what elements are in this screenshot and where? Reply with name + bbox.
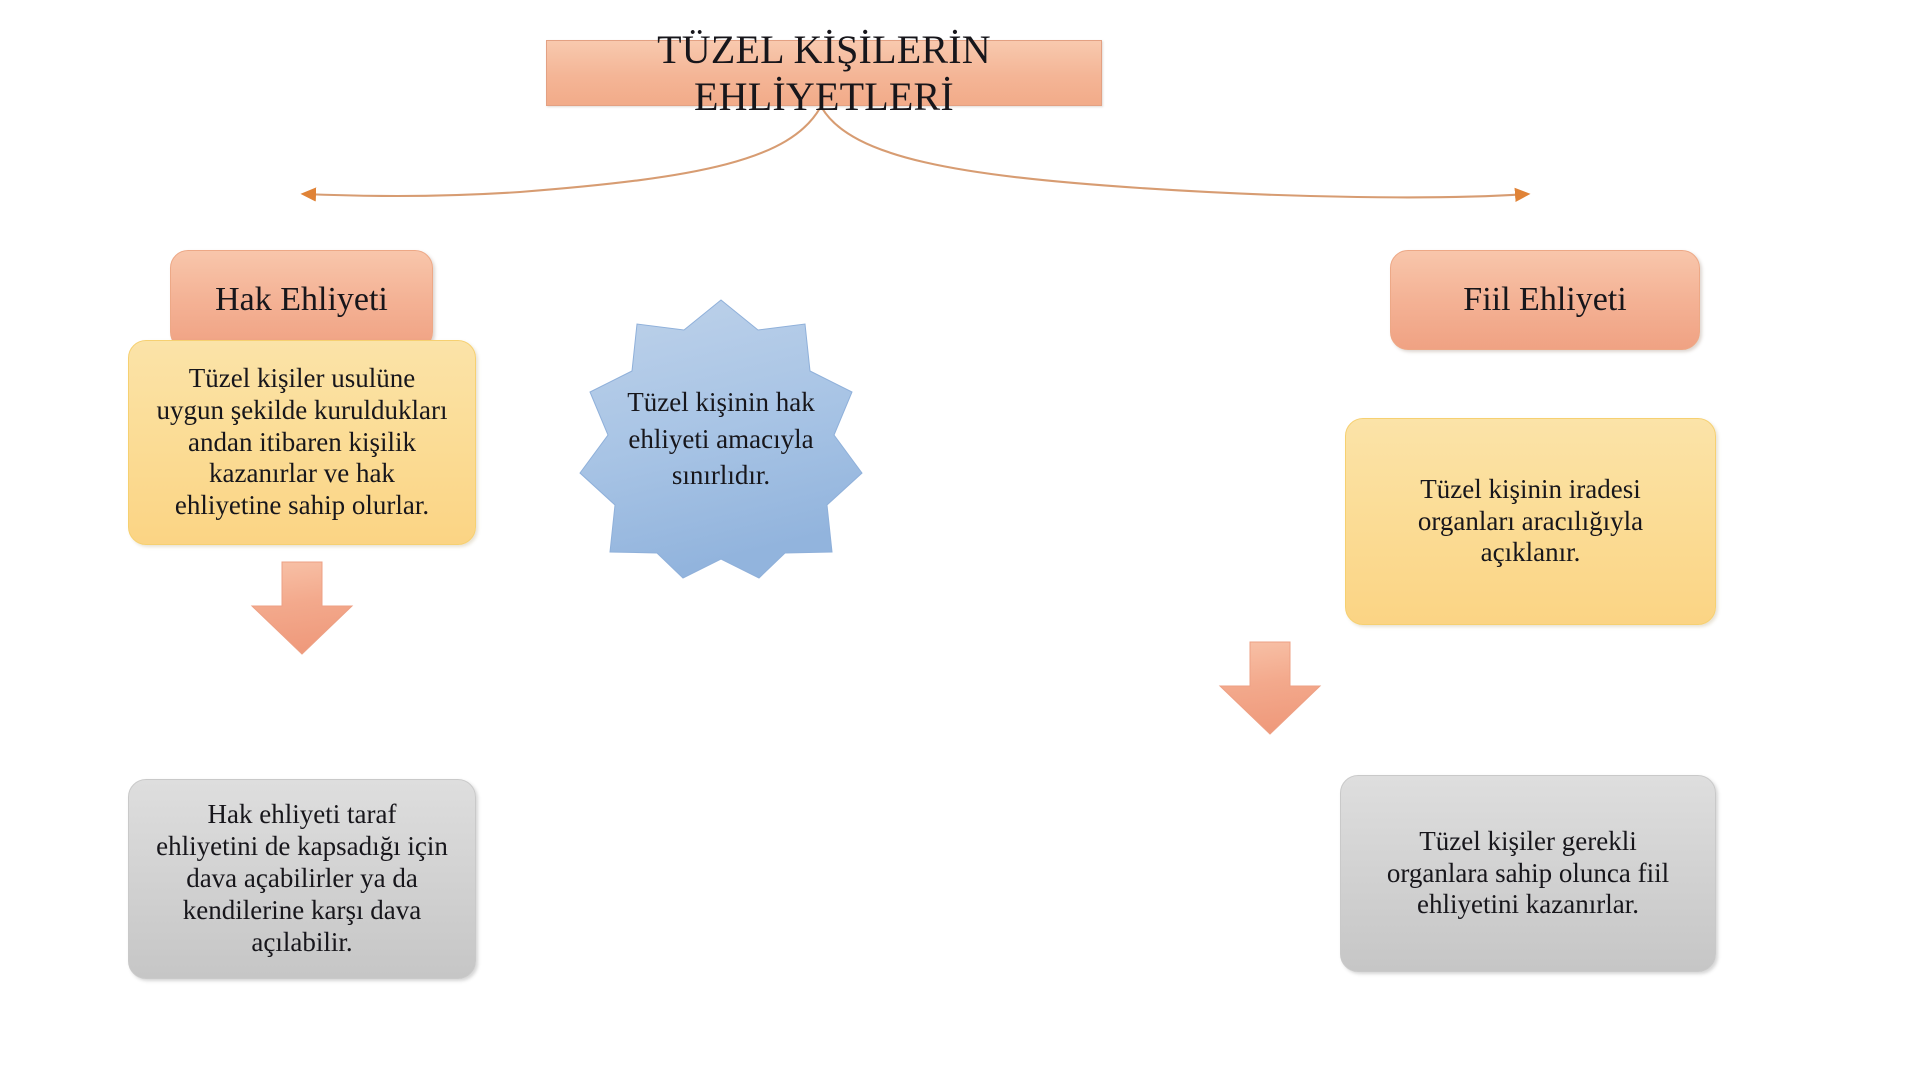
starburst-note: Tüzel kişinin hak ehliyeti amacıyla sını… (546, 294, 896, 584)
result-box-left: Hak ehliyeti taraf ehliyetini de kapsadı… (128, 779, 476, 979)
detail-box-right: Tüzel kişinin iradesi organları aracılığ… (1345, 418, 1716, 625)
down-arrow-icon (1218, 641, 1322, 735)
result-box-right: Tüzel kişiler gerekli organlara sahip ol… (1340, 775, 1716, 972)
detail-box-right-text: Tüzel kişinin iradesi organları aracılığ… (1417, 473, 1644, 568)
starburst-icon (579, 299, 863, 579)
result-box-left-text: Hak ehliyeti taraf ehliyetini de kapsadı… (156, 799, 448, 957)
connector-to-hak-ehliyeti (300, 107, 821, 202)
starburst-note-text: Tüzel kişinin hak ehliyeti amacıyla sını… (627, 387, 815, 491)
down-arrow-icon (250, 561, 354, 655)
branch-heading-fiil-ehliyeti: Fiil Ehliyeti (1390, 250, 1700, 350)
down-arrow-right (1215, 640, 1325, 736)
result-box-right-text: Tüzel kişiler gerekli organlara sahip ol… (1386, 825, 1670, 920)
detail-box-left-text: Tüzel kişiler usulüne uygun şekilde kuru… (156, 362, 448, 521)
branch-heading-left-text: Hak Ehliyeti (215, 280, 388, 318)
down-arrow-left (247, 560, 357, 656)
detail-box-left: Tüzel kişiler usulüne uygun şekilde kuru… (128, 340, 476, 545)
branch-heading-right-text: Fiil Ehliyeti (1463, 280, 1627, 318)
diagram-title: TÜZEL KİŞİLERİN EHLİYETLERİ (546, 27, 1102, 119)
branch-heading-hak-ehliyeti: Hak Ehliyeti (170, 250, 433, 350)
diagram-title-text: TÜZEL KİŞİLERİN EHLİYETLERİ (657, 26, 991, 119)
connector-to-fiil-ehliyeti (821, 107, 1531, 203)
